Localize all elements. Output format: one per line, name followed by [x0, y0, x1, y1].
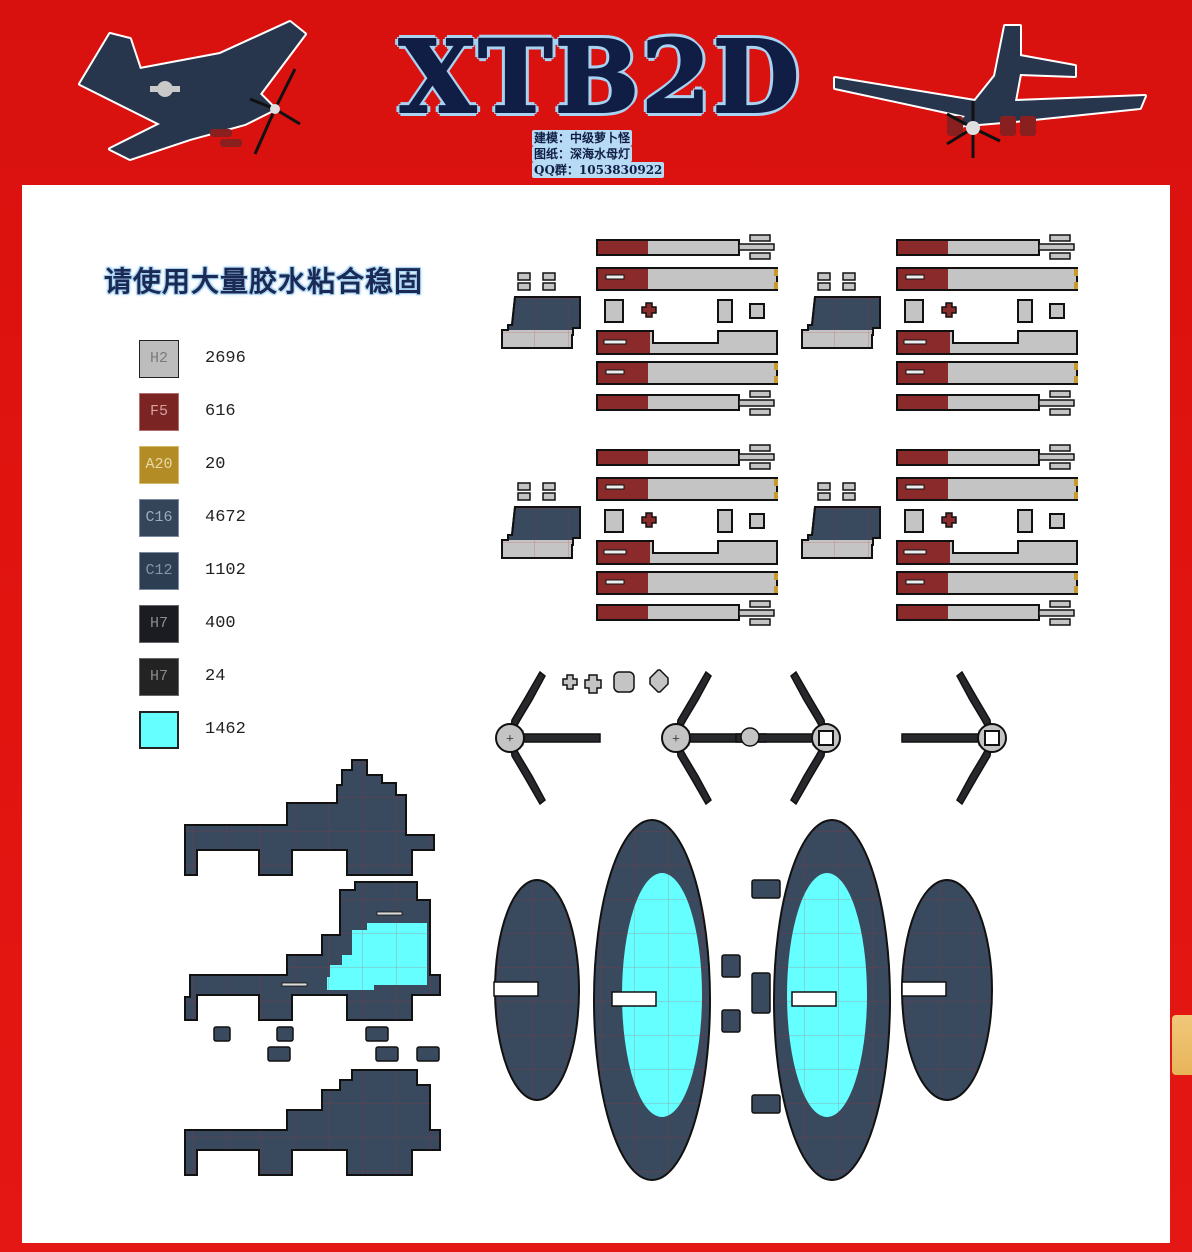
swatch-c12: C12	[139, 551, 179, 590]
swatch-cyan	[139, 710, 179, 749]
credits-block: 建模：中级萝卜怪 图纸：深海水母灯 QQ群：1053830922	[532, 130, 665, 178]
credit-qq-group: QQ群：1053830922	[532, 162, 665, 178]
legend-row: H7 400	[139, 597, 246, 650]
swatch-c16: C16	[139, 498, 179, 537]
credit-drawing: 图纸：深海水母灯	[532, 146, 633, 162]
swatch-h7-a: H7	[139, 604, 179, 643]
legend-count: 20	[205, 455, 226, 474]
legend-row: F5 616	[139, 385, 246, 438]
legend-count: 4672	[205, 508, 246, 527]
parts-diagram: + +	[184, 234, 1079, 1181]
legend-count: 1462	[205, 720, 246, 739]
legend-row: H7 24	[139, 650, 246, 703]
canopy-disc-right	[773, 819, 891, 1181]
fuselage-side-canopy	[184, 881, 441, 1021]
legend-count: 616	[205, 402, 236, 421]
swatch-a20: A20	[139, 445, 179, 484]
legend-row: A20 20	[139, 438, 246, 491]
legend-count: 24	[205, 667, 226, 686]
legend-row: H2 2696	[139, 332, 246, 385]
fuselage-side-bottom	[184, 1069, 441, 1176]
svg-text:+: +	[506, 732, 514, 747]
parts-sheet: 请使用大量胶水粘合稳固 H2 2696 F5 616 A20 20 C16 46…	[22, 185, 1170, 1243]
header-banner: XTB2D 建模：中级萝卜怪 图纸：深海水母灯 QQ群：1053830922	[0, 0, 1192, 185]
side-disc-right	[901, 879, 993, 1101]
side-disc-left	[493, 879, 580, 1101]
aircraft-isometric-image	[78, 20, 307, 161]
swatch-h2: H2	[139, 339, 179, 378]
legend-count: 1102	[205, 561, 246, 580]
credit-modeler: 建模：中级萝卜怪	[532, 130, 633, 146]
swatch-h7-b: H7	[139, 657, 179, 696]
fuselage-side-top	[184, 759, 435, 876]
canopy-disc-left	[593, 819, 711, 1181]
glue-notice: 请使用大量胶水粘合稳固	[104, 265, 424, 298]
aircraft-front-image	[833, 24, 1147, 158]
color-legend: H2 2696 F5 616 A20 20 C16 4672 C12 1102 …	[139, 332, 246, 756]
legend-count: 400	[205, 614, 236, 633]
swatch-f5: F5	[139, 392, 179, 431]
legend-row: 1462	[139, 703, 246, 756]
model-title: XTB2D	[398, 18, 802, 136]
side-decoration	[1172, 1015, 1192, 1075]
svg-text:+: +	[672, 732, 680, 747]
legend-count: 2696	[205, 349, 246, 368]
legend-row: C12 1102	[139, 544, 246, 597]
legend-row: C16 4672	[139, 491, 246, 544]
